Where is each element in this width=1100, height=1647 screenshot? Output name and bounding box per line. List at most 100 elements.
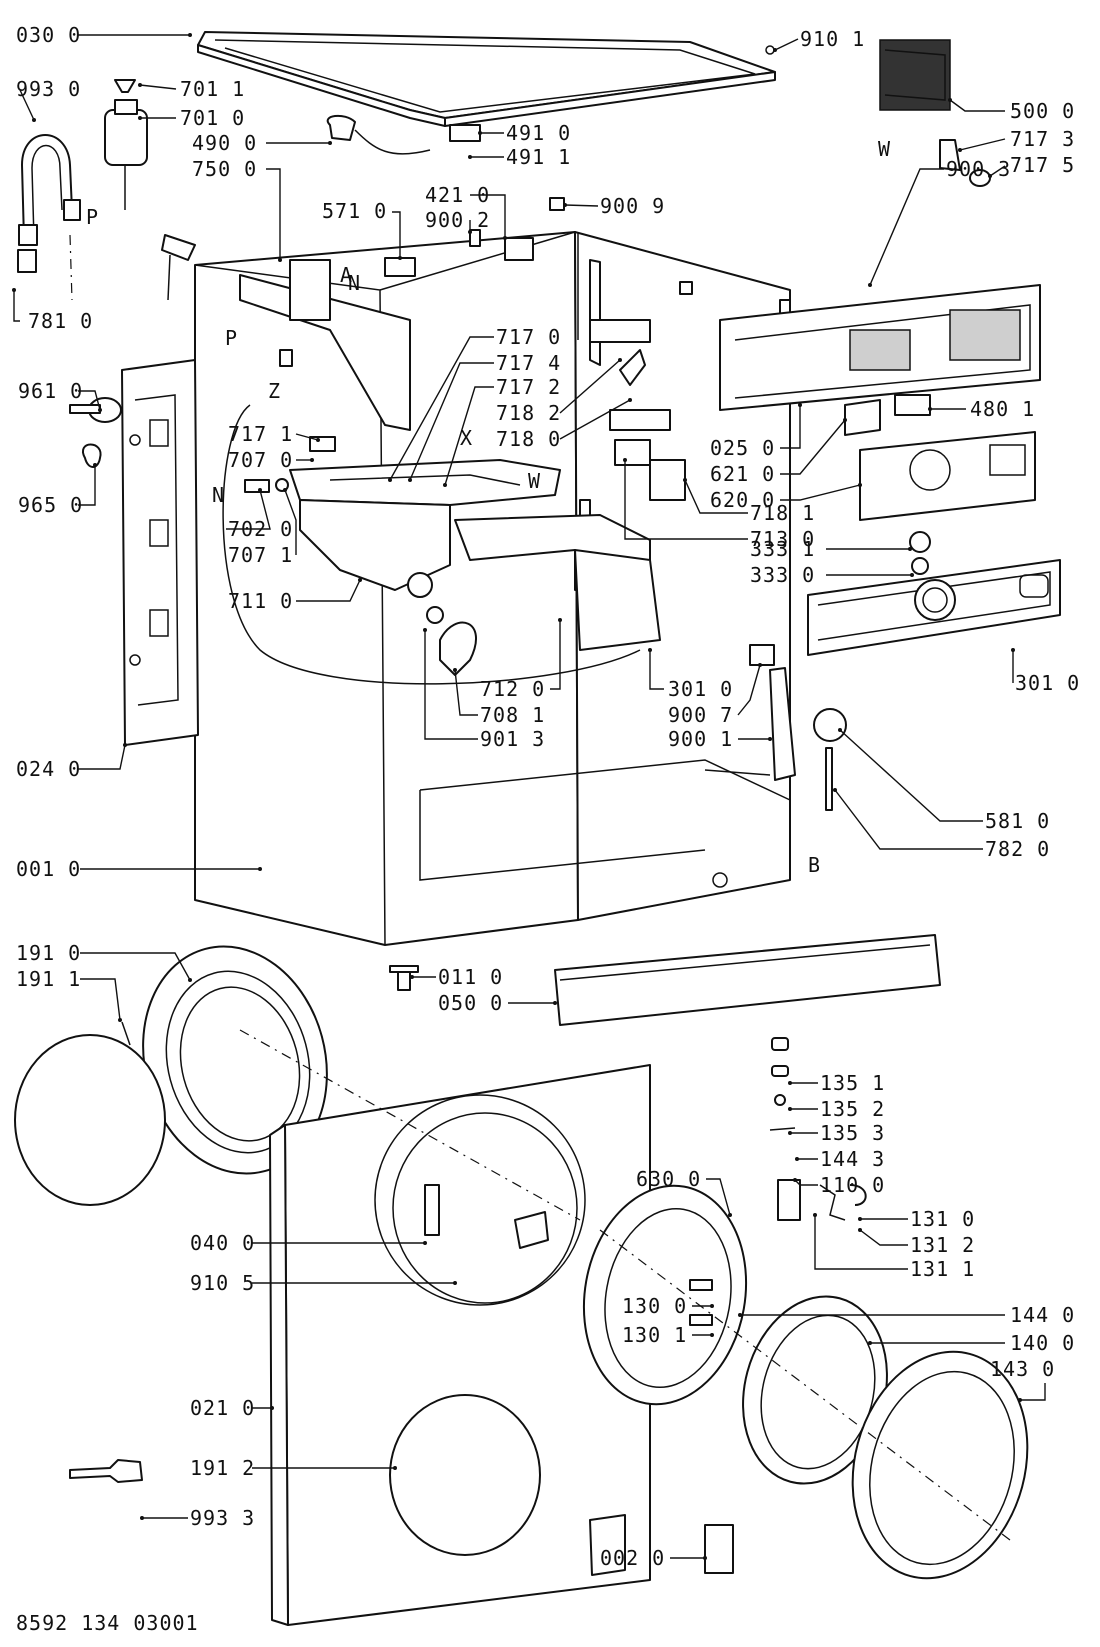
leader-arrow (788, 1107, 792, 1111)
leader-arrow (768, 737, 772, 741)
leader-line (444, 386, 494, 486)
leader-line (1020, 1383, 1046, 1401)
leader-arrow (793, 1178, 797, 1182)
reference-letter: P (225, 326, 237, 350)
part-label: 965 0 (18, 493, 83, 517)
leader-arrow (503, 236, 507, 240)
part-label: 718 0 (496, 427, 561, 451)
leader-arrow (310, 458, 314, 462)
part-label: 491 1 (506, 145, 571, 169)
door-hardware (769, 1037, 867, 1221)
leader-arrow (908, 547, 912, 551)
leader-line (295, 433, 319, 441)
leader-arrow (563, 203, 567, 207)
leader-arrow (270, 1406, 274, 1410)
reference-letter: W (528, 469, 541, 493)
leader-arrow (738, 1313, 742, 1317)
part-label: 144 0 (1010, 1303, 1075, 1327)
leader-line (470, 194, 506, 238)
leader-arrow (93, 463, 97, 467)
leader-line (424, 630, 478, 740)
leader-arrow (788, 1131, 792, 1135)
leader-line (80, 952, 191, 981)
leader-arrow (648, 648, 652, 652)
leader-line (296, 579, 361, 602)
part-label: 993 3 (190, 1506, 255, 1530)
leader-arrow (98, 408, 102, 412)
leader-arrow (628, 398, 632, 402)
reference-letter: N (212, 483, 224, 507)
part-label: 910 5 (190, 1271, 255, 1295)
leader-arrow (423, 628, 427, 632)
leader-arrow (838, 728, 842, 732)
part-label: 301 0 (668, 677, 733, 701)
leader-arrow (683, 478, 687, 482)
part-label: 711 0 (228, 589, 293, 613)
leader-line (706, 1178, 731, 1216)
reference-letter: B (808, 853, 820, 877)
leader-arrow (393, 1466, 397, 1470)
leader-arrow (453, 668, 457, 672)
leader-arrow (258, 488, 262, 492)
part-label: 910 1 (800, 27, 865, 51)
leader-line (550, 620, 561, 690)
part-label: 040 0 (190, 1231, 255, 1255)
leader-line (78, 744, 126, 770)
part-label: 900 3 (946, 157, 1011, 181)
leader-arrow (32, 118, 36, 122)
reference-letter: W (878, 137, 891, 161)
leader-arrow (843, 418, 847, 422)
part-label: 144 3 (820, 1147, 885, 1171)
leader-line (559, 399, 631, 440)
part-label: 191 2 (190, 1456, 255, 1480)
leader-arrow (813, 1213, 817, 1217)
leader-line (869, 168, 944, 286)
part-label: 620 0 (710, 488, 775, 512)
leader-arrow (478, 131, 482, 135)
part-label: 491 0 (506, 121, 571, 145)
part-label: 333 1 (750, 537, 815, 561)
reference-letter: Z (268, 379, 280, 403)
leader-arrow (453, 1281, 457, 1285)
part-label: 901 3 (480, 727, 545, 751)
leader-line (959, 138, 1006, 151)
leader-arrow (910, 573, 914, 577)
leader-line (794, 1179, 818, 1186)
leader-line (454, 669, 478, 716)
part-label: 900 1 (668, 727, 733, 751)
part-label: 781 0 (28, 309, 93, 333)
part-label: 002 0 (600, 1546, 665, 1570)
part-label: 621 0 (710, 462, 775, 486)
part-label: 961 0 (18, 379, 83, 403)
part-label: 717 5 (1010, 153, 1075, 177)
leader-arrow (188, 33, 192, 37)
leader-arrow (710, 1304, 714, 1308)
leader-arrow (868, 1341, 872, 1345)
leader-arrow (618, 358, 622, 362)
part-label: 333 0 (750, 563, 815, 587)
leader-line (624, 460, 748, 540)
leader-line (814, 1215, 908, 1270)
part-label: 702 0 (228, 517, 293, 541)
leader-line (80, 978, 121, 1021)
leader-line (649, 650, 664, 690)
leader-line (392, 211, 401, 258)
part-label: 490 0 (192, 131, 257, 155)
part-label: 581 0 (985, 809, 1050, 833)
leader-arrow (833, 788, 837, 792)
part-label: 571 0 (322, 199, 387, 223)
leader-arrow (788, 1081, 792, 1085)
leader-line (389, 336, 494, 481)
leader-arrow (558, 618, 562, 622)
leader-arrow (408, 478, 412, 482)
leader-line (13, 290, 20, 322)
part-label: 718 2 (496, 401, 561, 425)
part-label: 717 3 (1010, 127, 1075, 151)
part-label: 708 1 (480, 703, 545, 727)
leader-arrow (138, 116, 142, 120)
leader-line (139, 84, 177, 90)
leader-arrow (138, 83, 142, 87)
leader-arrow (123, 743, 127, 747)
leader-arrow (758, 663, 762, 667)
